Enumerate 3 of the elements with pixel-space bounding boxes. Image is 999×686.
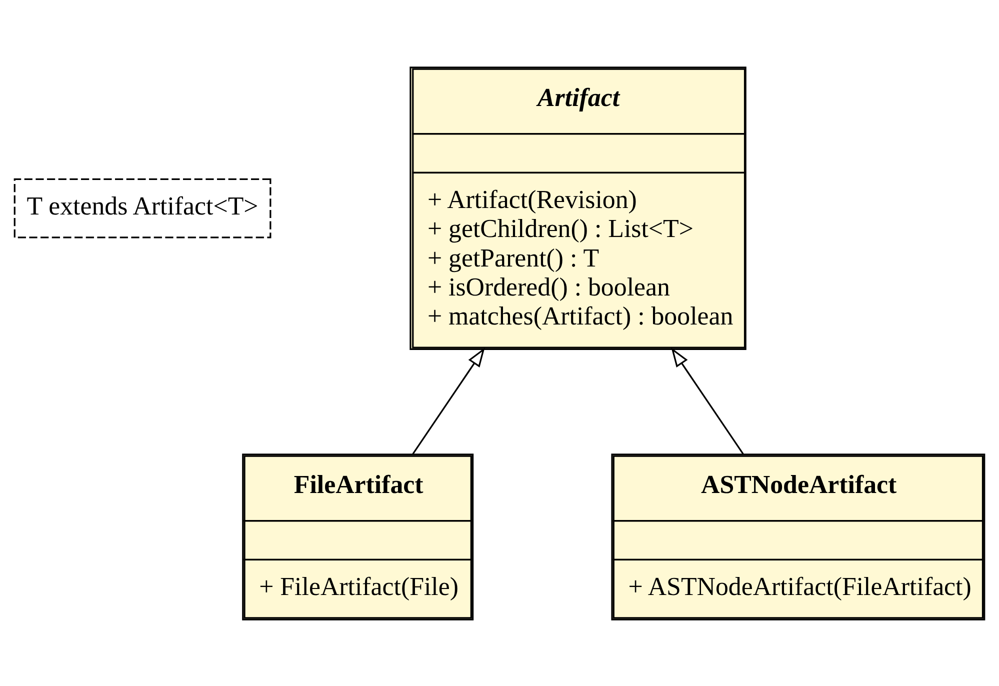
node-box: T extends Artifact<T> xyxy=(14,178,272,238)
arrow xyxy=(671,347,744,454)
arrow xyxy=(412,347,485,454)
